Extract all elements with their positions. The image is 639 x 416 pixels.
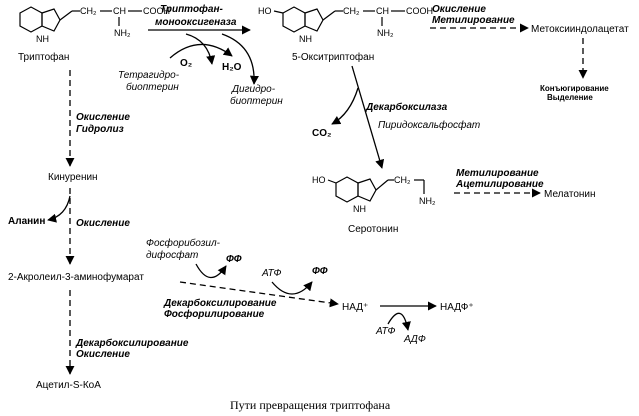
serotonin-nh-label: NH bbox=[353, 204, 366, 214]
thbp-label-2: биоптерин bbox=[126, 81, 179, 93]
meth-acet-label-1: Метилирование bbox=[456, 168, 539, 179]
tryptophan-ch2-label: CH₂ bbox=[80, 6, 97, 16]
ox-hydrol-label-2: Гидролиз bbox=[76, 124, 124, 135]
meth-acet-label-2: Ацетилирование bbox=[455, 179, 544, 190]
methoxyindoleacetate-label: Метоксииндолацетат bbox=[531, 24, 629, 35]
h2o-label: H₂O bbox=[222, 62, 242, 73]
alanine-curve-arrow bbox=[47, 195, 71, 223]
plp-label: Пиридоксальфосфат bbox=[378, 119, 480, 131]
o2-curve-arrow bbox=[185, 33, 216, 65]
decarb-phos-label-1: Декарбоксилирование bbox=[163, 297, 277, 309]
atp-curve-arrow bbox=[271, 281, 313, 295]
hydroxytryptophan-structure: HO CH₂ CH COOH NH₂ NH bbox=[258, 6, 433, 44]
hydroxylase-label-1: Триптофан- bbox=[160, 3, 224, 15]
atp-label-1: АТФ bbox=[261, 268, 281, 279]
serotonin-label: Серотонин bbox=[348, 224, 398, 235]
adp-curve-arrow bbox=[387, 312, 411, 331]
ff-label-1: ФФ bbox=[226, 254, 242, 265]
to-nad-arrow bbox=[179, 281, 339, 308]
tryptophan-nh2-label: NH₂ bbox=[114, 28, 131, 38]
atp-label-2: АТФ bbox=[375, 326, 395, 337]
hydroxytryptophan-cooh-label: COOH bbox=[406, 6, 433, 16]
acetyl-coa-label: Ацетил-S-КоА bbox=[36, 380, 101, 391]
o2-label: O₂ bbox=[180, 58, 192, 69]
melatonin-label: Мелатонин bbox=[544, 189, 596, 200]
hydroxylase-label-2: монооксигеназа bbox=[155, 17, 237, 28]
decarboxylase-label: Декарбоксилаза bbox=[365, 101, 448, 113]
co2-label: CO₂ bbox=[312, 128, 331, 139]
alanine-label: Аланин bbox=[8, 216, 45, 227]
decarb-ox-label-2: Окисление bbox=[76, 349, 130, 360]
serotonin-structure: HO CH₂ NH₂ NH bbox=[312, 175, 436, 214]
serotonin-ch2-label: CH₂ bbox=[394, 175, 411, 185]
hydroxytryptophan-label: 5-Окситриптофан bbox=[292, 51, 374, 63]
prpp-curve-arrow bbox=[195, 263, 227, 279]
kynurenine-label: Кинуренин bbox=[48, 172, 98, 183]
tryptophan-structure: CH₂ CH COOH NH₂ NH bbox=[19, 6, 170, 44]
serotonin-ho-label: HO bbox=[312, 175, 326, 185]
acroleil-label: 2-Акролеил-3-аминофумарат bbox=[8, 271, 144, 283]
figure-caption: Пути превращения триптофана bbox=[230, 398, 391, 412]
decarb-ox-label-1: Декарбоксилирование bbox=[75, 337, 189, 349]
decarboxylation-arrow bbox=[351, 65, 385, 169]
thbp-curve-arrow bbox=[169, 43, 233, 59]
tryptophan-nh-label: NH bbox=[36, 34, 49, 44]
conj-label-1: Конъюгирование bbox=[540, 84, 609, 93]
decarb-phos-label-2: Фосфорилирование bbox=[164, 308, 265, 320]
nad-label: НАД⁺ bbox=[342, 302, 368, 313]
co2-curve-arrow bbox=[331, 87, 359, 125]
tryptophan-ch-label: CH bbox=[113, 6, 126, 16]
conj-label-2: Выделение bbox=[547, 93, 593, 102]
tryptophan-label: Триптофан bbox=[18, 51, 69, 63]
ox-meth-label-1: Окисление bbox=[432, 4, 486, 15]
tryptophan-cooh-label: COOH bbox=[143, 6, 170, 16]
nadp-label: НАДФ⁺ bbox=[440, 302, 474, 313]
ox-hydrol-label-1: Окисление bbox=[76, 112, 130, 123]
dhbp-label-2: биоптерин bbox=[230, 95, 283, 107]
oxidation-label: Окисление bbox=[76, 218, 130, 229]
dhbp-label-1: Дигидро- bbox=[231, 84, 276, 95]
ff-label-2: ФФ bbox=[312, 266, 328, 277]
hydroxytryptophan-ch-label: CH bbox=[376, 6, 389, 16]
dhbp-curve-arrow bbox=[221, 33, 259, 85]
prpp-label-2: дифосфат bbox=[146, 249, 198, 261]
hydroxytryptophan-nh-label: NH bbox=[299, 34, 312, 44]
thbp-label-1: Тетрагидро- bbox=[118, 70, 180, 81]
hydroxytryptophan-ch2-label: CH₂ bbox=[343, 6, 360, 16]
adp-label: АДФ bbox=[403, 334, 426, 345]
ox-meth-label-2: Метилирование bbox=[432, 15, 515, 26]
serotonin-nh2-label: NH₂ bbox=[419, 196, 436, 206]
prpp-label-1: Фосфорибозил- bbox=[146, 237, 221, 249]
hydroxytryptophan-ho-label: HO bbox=[258, 6, 272, 16]
hydroxytryptophan-nh2-label: NH₂ bbox=[377, 28, 394, 38]
